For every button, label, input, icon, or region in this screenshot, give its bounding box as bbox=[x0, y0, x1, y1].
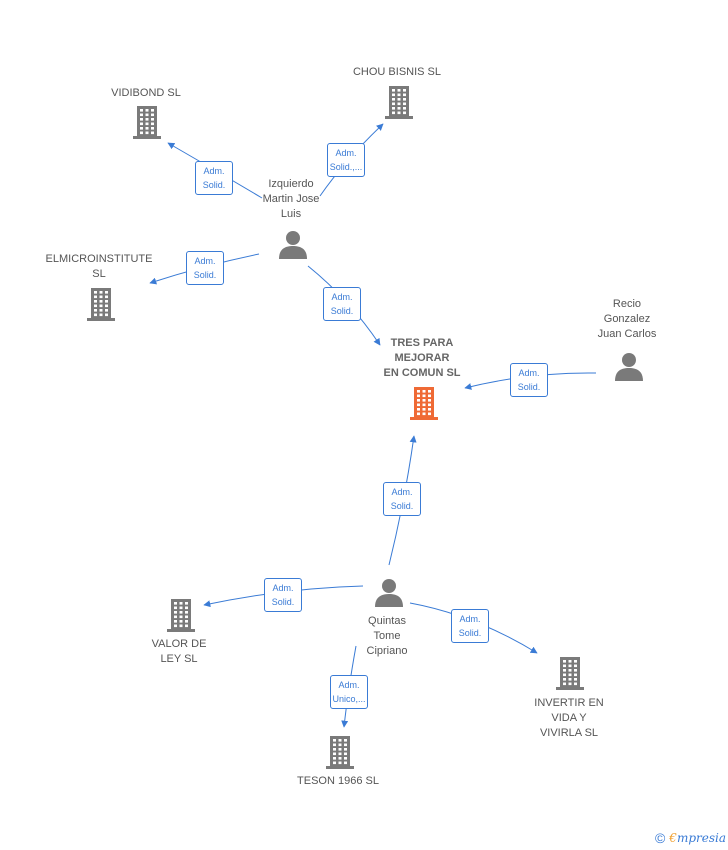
edge-label-quintas-to-tres[interactable]: Adm. Solid. bbox=[383, 482, 421, 516]
footer-credit: © €mpresia bbox=[655, 830, 726, 846]
node-elmicro[interactable] bbox=[85, 286, 117, 327]
node-label-valor[interactable]: VALOR DE LEY SL bbox=[151, 638, 207, 665]
node-label-chou[interactable]: CHOU BISNIS SL bbox=[352, 66, 442, 78]
edge-label-izquierdo-to-vidibond[interactable]: Adm. Solid. bbox=[195, 161, 233, 195]
node-valor[interactable] bbox=[165, 597, 197, 638]
node-teson[interactable] bbox=[324, 734, 356, 775]
building-icon bbox=[87, 288, 115, 321]
node-vidibond[interactable] bbox=[131, 104, 163, 145]
edge-label-quintas-to-invertir[interactable]: Adm. Solid. bbox=[451, 609, 489, 643]
node-tres[interactable] bbox=[408, 385, 440, 426]
node-label-vidibond[interactable]: VIDIBOND SL bbox=[111, 87, 181, 99]
copyright-icon: © bbox=[654, 830, 666, 846]
building-icon bbox=[167, 599, 195, 632]
edge-label-quintas-to-valor[interactable]: Adm. Solid. bbox=[264, 578, 302, 612]
edge-label-izquierdo-to-chou[interactable]: Adm. Solid.,... bbox=[327, 143, 365, 177]
person-icon bbox=[615, 353, 643, 381]
building-icon bbox=[326, 736, 354, 769]
node-label-quintas[interactable]: Quintas Tome Cipriano bbox=[366, 615, 408, 657]
node-label-invertir[interactable]: INVERTIR EN VIDA Y VIVIRLA SL bbox=[534, 697, 604, 739]
node-label-izquierdo[interactable]: Izquierdo Martin Jose Luis bbox=[262, 178, 320, 220]
node-quintas[interactable] bbox=[374, 578, 404, 613]
node-chou[interactable] bbox=[383, 84, 415, 125]
brand-logo[interactable]: €mpresia bbox=[669, 831, 726, 845]
edge-label-recio-to-tres[interactable]: Adm. Solid. bbox=[510, 363, 548, 397]
node-invertir[interactable] bbox=[554, 655, 586, 696]
node-izquierdo[interactable] bbox=[278, 230, 308, 265]
edge-label-quintas-to-teson[interactable]: Adm. Unico,... bbox=[330, 675, 368, 709]
node-recio[interactable] bbox=[614, 352, 644, 387]
edge-label-izquierdo-to-elmicro[interactable]: Adm. Solid. bbox=[186, 251, 224, 285]
node-label-recio[interactable]: Recio Gonzalez Juan Carlos bbox=[597, 298, 657, 340]
building-icon bbox=[385, 86, 413, 119]
building-icon bbox=[556, 657, 584, 690]
person-icon bbox=[279, 231, 307, 259]
building-icon bbox=[133, 106, 161, 139]
node-label-tres[interactable]: TRES PARA MEJORAR EN COMUN SL bbox=[383, 337, 461, 379]
focus-building-icon bbox=[410, 387, 438, 420]
edge-label-izquierdo-to-tres[interactable]: Adm. Solid. bbox=[323, 287, 361, 321]
node-label-teson[interactable]: TESON 1966 SL bbox=[297, 775, 379, 787]
person-icon bbox=[375, 579, 403, 607]
node-label-elmicro[interactable]: ELMICROINSTITUTE SL bbox=[45, 253, 153, 280]
